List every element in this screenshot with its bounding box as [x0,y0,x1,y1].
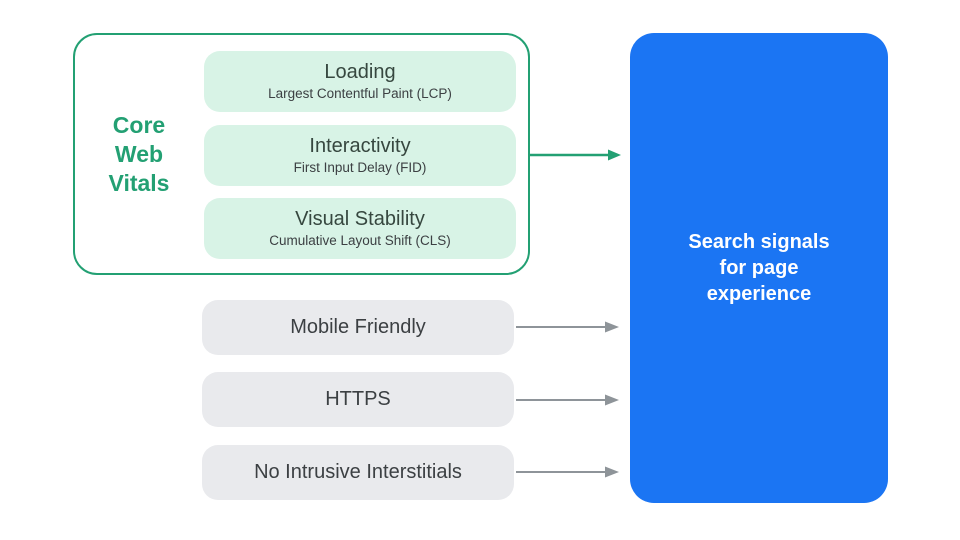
cwv-item-loading-title: Loading [324,61,396,83]
result-box-label-line: Search signals [688,231,830,253]
core-web-vitals-label: Core Web Vitals [75,35,203,273]
arrow-right-icon [516,394,619,406]
cwv-item-visual-stability-title: Visual Stability [295,208,425,230]
arrow-right-icon [516,466,619,478]
signal-no-intrusive-interstitials-label: No Intrusive Interstitials [254,461,462,483]
cwv-item-interactivity-title: Interactivity [309,135,411,157]
signal-https-label: HTTPS [325,388,391,410]
cwv-item-loading-subtitle: Largest Contentful Paint (LCP) [268,86,452,101]
cwv-item-visual-stability-subtitle: Cumulative Layout Shift (CLS) [269,233,451,248]
result-box-label-line: for page [719,257,799,279]
core-web-vitals-group: Core Web Vitals Loading Largest Contentf… [73,33,530,275]
result-box-label-line: experience [706,283,812,305]
core-web-vitals-label-line: Core [112,111,166,138]
core-web-vitals-label-line: Web [114,140,164,167]
core-web-vitals-label-line: Vitals [108,169,170,196]
cwv-item-interactivity-subtitle: First Input Delay (FID) [293,160,427,175]
signal-no-intrusive-interstitials: No Intrusive Interstitials [202,445,514,500]
cwv-item-visual-stability: Visual Stability Cumulative Layout Shift… [204,198,516,259]
arrow-right-icon [530,149,621,161]
cwv-item-loading: Loading Largest Contentful Paint (LCP) [204,51,516,112]
search-signals-result-box: Search signals for page experience [630,33,888,503]
signal-https: HTTPS [202,372,514,427]
signal-mobile-friendly-label: Mobile Friendly [290,316,426,338]
arrow-right-icon [516,321,619,333]
cwv-item-interactivity: Interactivity First Input Delay (FID) [204,125,516,186]
signal-mobile-friendly: Mobile Friendly [202,300,514,355]
